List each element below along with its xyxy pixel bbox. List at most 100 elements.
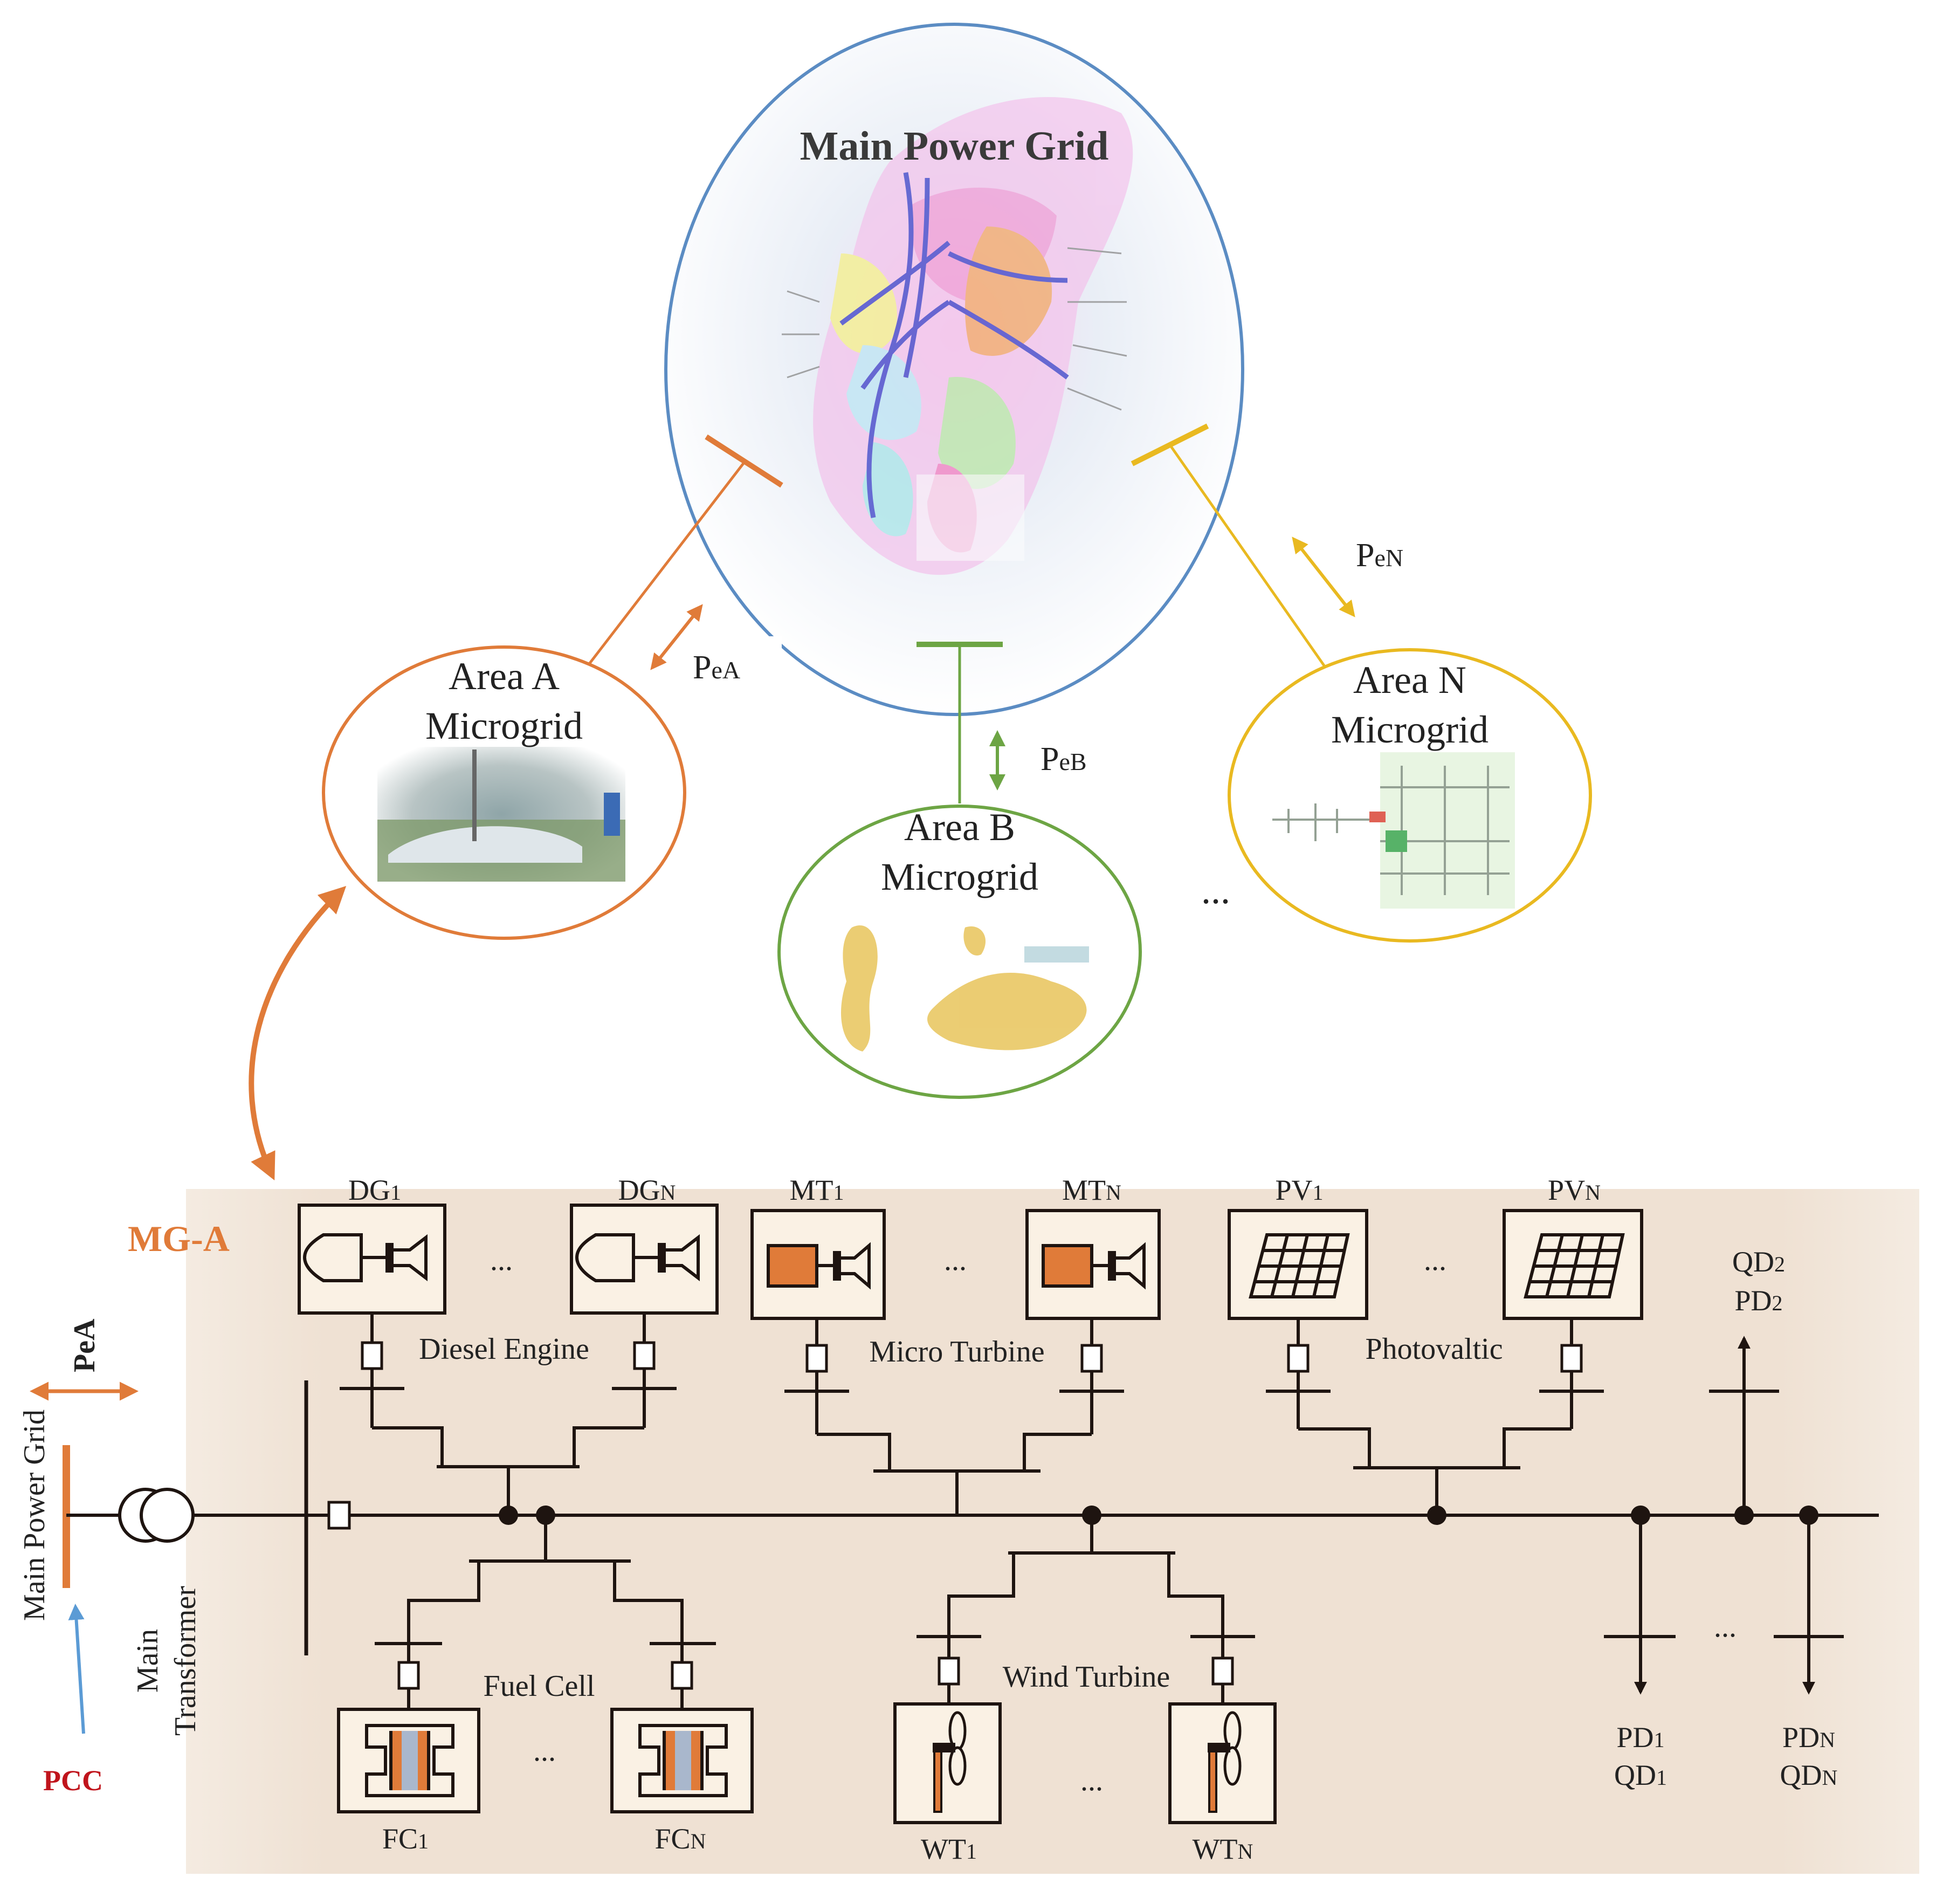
svg-text:MT1: MT1	[790, 1174, 844, 1206]
ld2-q-main: QD	[1732, 1246, 1774, 1278]
svg-text:QD1: QD1	[1614, 1759, 1667, 1791]
side-flow-sub: eA	[68, 1318, 101, 1354]
main-grid-title: Main Power Grid	[800, 123, 1109, 169]
pvn-label-main: PV	[1548, 1174, 1585, 1206]
fcn-unit	[610, 1708, 754, 1813]
load-1: PD1 QD1	[1604, 1506, 1676, 1791]
svg-text:PeA: PeA	[693, 649, 740, 686]
svg-text:PVN: PVN	[1548, 1174, 1601, 1206]
side-flow-main: P	[68, 1354, 101, 1372]
side-flow-label: PeA	[68, 1318, 101, 1372]
main-breaker	[327, 1501, 351, 1530]
ld2-q-sub: 2	[1774, 1252, 1785, 1276]
svg-text:QD2: QD2	[1732, 1246, 1785, 1278]
pcc-arrow	[68, 1604, 85, 1734]
transformer-label-line2: Transformer	[169, 1586, 202, 1736]
flow-pen-main: P	[1356, 537, 1374, 574]
dg1-unit	[298, 1204, 446, 1315]
svg-text:FC1: FC1	[382, 1823, 429, 1855]
wtn-label-main: WT	[1193, 1833, 1238, 1865]
mtn-unit	[1025, 1209, 1161, 1320]
svg-text:PeB: PeB	[1041, 741, 1087, 778]
svg-text:QDN: QDN	[1780, 1759, 1838, 1791]
diesel-engine-group: Diesel Engine DG1 DGN ...	[298, 1174, 719, 1525]
ldn-p-main: PD	[1782, 1721, 1820, 1754]
area-a-title-line2: Microgrid	[425, 704, 583, 747]
dgn-label-sub: N	[660, 1180, 676, 1205]
wtn-unit	[1168, 1702, 1277, 1824]
micro-turbine-group: Micro Turbine MT1 MTN ...	[750, 1174, 1161, 1515]
area-a-microgrid: Area A Microgrid	[322, 645, 686, 940]
pcc-section: PeA Main Power Grid PCC	[18, 1318, 139, 1797]
dg1-label-sub: 1	[390, 1180, 401, 1205]
area-ellipsis: ...	[1201, 869, 1230, 912]
svg-text:PDN: PDN	[1782, 1721, 1835, 1754]
fcn-label-main: FC	[655, 1823, 691, 1855]
ld2-p-main: PD	[1734, 1284, 1772, 1317]
svg-text:WT1: WT1	[921, 1833, 977, 1865]
dg1-label-main: DG	[348, 1174, 390, 1206]
area-a-title-line1: Area A	[449, 655, 560, 698]
area-b-map	[841, 925, 1089, 1051]
pv1-unit	[1228, 1209, 1368, 1320]
load-n: PDN QDN	[1774, 1506, 1844, 1791]
ld1-q-sub: 1	[1656, 1765, 1667, 1790]
grid-map-image	[782, 97, 1133, 575]
pv1-label-sub: 1	[1313, 1180, 1324, 1205]
photovoltaic-group: Photovaltic PV1 PVN ...	[1228, 1174, 1643, 1525]
pv1-label-main: PV	[1275, 1174, 1312, 1206]
flow-pen-sub: eN	[1374, 544, 1403, 572]
fc1-label-main: FC	[382, 1823, 418, 1855]
wt-ellipsis: ...	[1080, 1764, 1103, 1797]
mga-title: MG-A	[128, 1218, 230, 1259]
mt1-unit	[750, 1209, 886, 1320]
main-grid-side-label: Main Power Grid	[18, 1410, 51, 1621]
flow-peb-main: P	[1041, 741, 1059, 778]
area-n-title-line1: Area N	[1353, 658, 1466, 702]
ld1-p-main: PD	[1616, 1721, 1653, 1754]
pv-group-label: Photovaltic	[1365, 1332, 1503, 1366]
svg-text:PeN: PeN	[1356, 537, 1403, 574]
dg-group-label: Diesel Engine	[419, 1332, 589, 1366]
area-n-microgrid: Area N Microgrid	[1228, 648, 1592, 943]
mt1-label-sub: 1	[833, 1180, 844, 1205]
load-2: QD2 PD2	[1709, 1246, 1785, 1525]
wt1-label-main: WT	[921, 1833, 966, 1865]
fcn-label-sub: N	[691, 1829, 706, 1853]
area-b-title-line2: Microgrid	[881, 855, 1038, 898]
fc1-label-sub: 1	[418, 1829, 429, 1853]
mtn-label-sub: N	[1106, 1180, 1121, 1205]
main-power-grid-node: Main Power Grid	[664, 23, 1244, 716]
ldn-q-sub: N	[1822, 1765, 1838, 1790]
dgn-label-main: DG	[618, 1174, 660, 1206]
wt1-label-sub: 1	[966, 1839, 977, 1864]
ld1-p-sub: 1	[1654, 1728, 1665, 1752]
area-b-title-line1: Area B	[904, 806, 1015, 849]
area-a-connection	[587, 434, 783, 667]
main-transformer: Main Transformer	[66, 1488, 202, 1736]
flow-pea-main: P	[693, 649, 711, 686]
svg-text:PD1: PD1	[1616, 1721, 1664, 1754]
mt-group-label: Micro Turbine	[869, 1335, 1044, 1369]
mt-ellipsis: ...	[944, 1243, 967, 1277]
ld1-q-main: QD	[1614, 1759, 1656, 1791]
svg-text:FCN: FCN	[655, 1823, 706, 1855]
flow-pea-sub: eA	[711, 656, 740, 684]
wt-group-label: Wind Turbine	[1003, 1660, 1170, 1694]
pv-ellipsis: ...	[1424, 1243, 1446, 1277]
flow-peb: PeB	[989, 728, 1129, 791]
flow-peb-sub: eB	[1059, 748, 1086, 775]
pvn-label-sub: N	[1585, 1180, 1601, 1205]
area-a-photo	[377, 747, 625, 882]
mga-area-a-link	[249, 886, 347, 1181]
svg-text:PV1: PV1	[1275, 1174, 1323, 1206]
flow-pea: PeA	[650, 604, 782, 696]
svg-text:DGN: DGN	[618, 1174, 676, 1206]
wind-turbine-group: Wind Turbine ... WT1 WTN	[893, 1506, 1277, 1865]
pcc-label: PCC	[43, 1764, 103, 1797]
transformer-label-line1: Main	[131, 1629, 164, 1693]
area-n-schematic	[1272, 752, 1515, 909]
fc-ellipsis: ...	[533, 1734, 556, 1768]
svg-text:PD2: PD2	[1734, 1284, 1782, 1317]
